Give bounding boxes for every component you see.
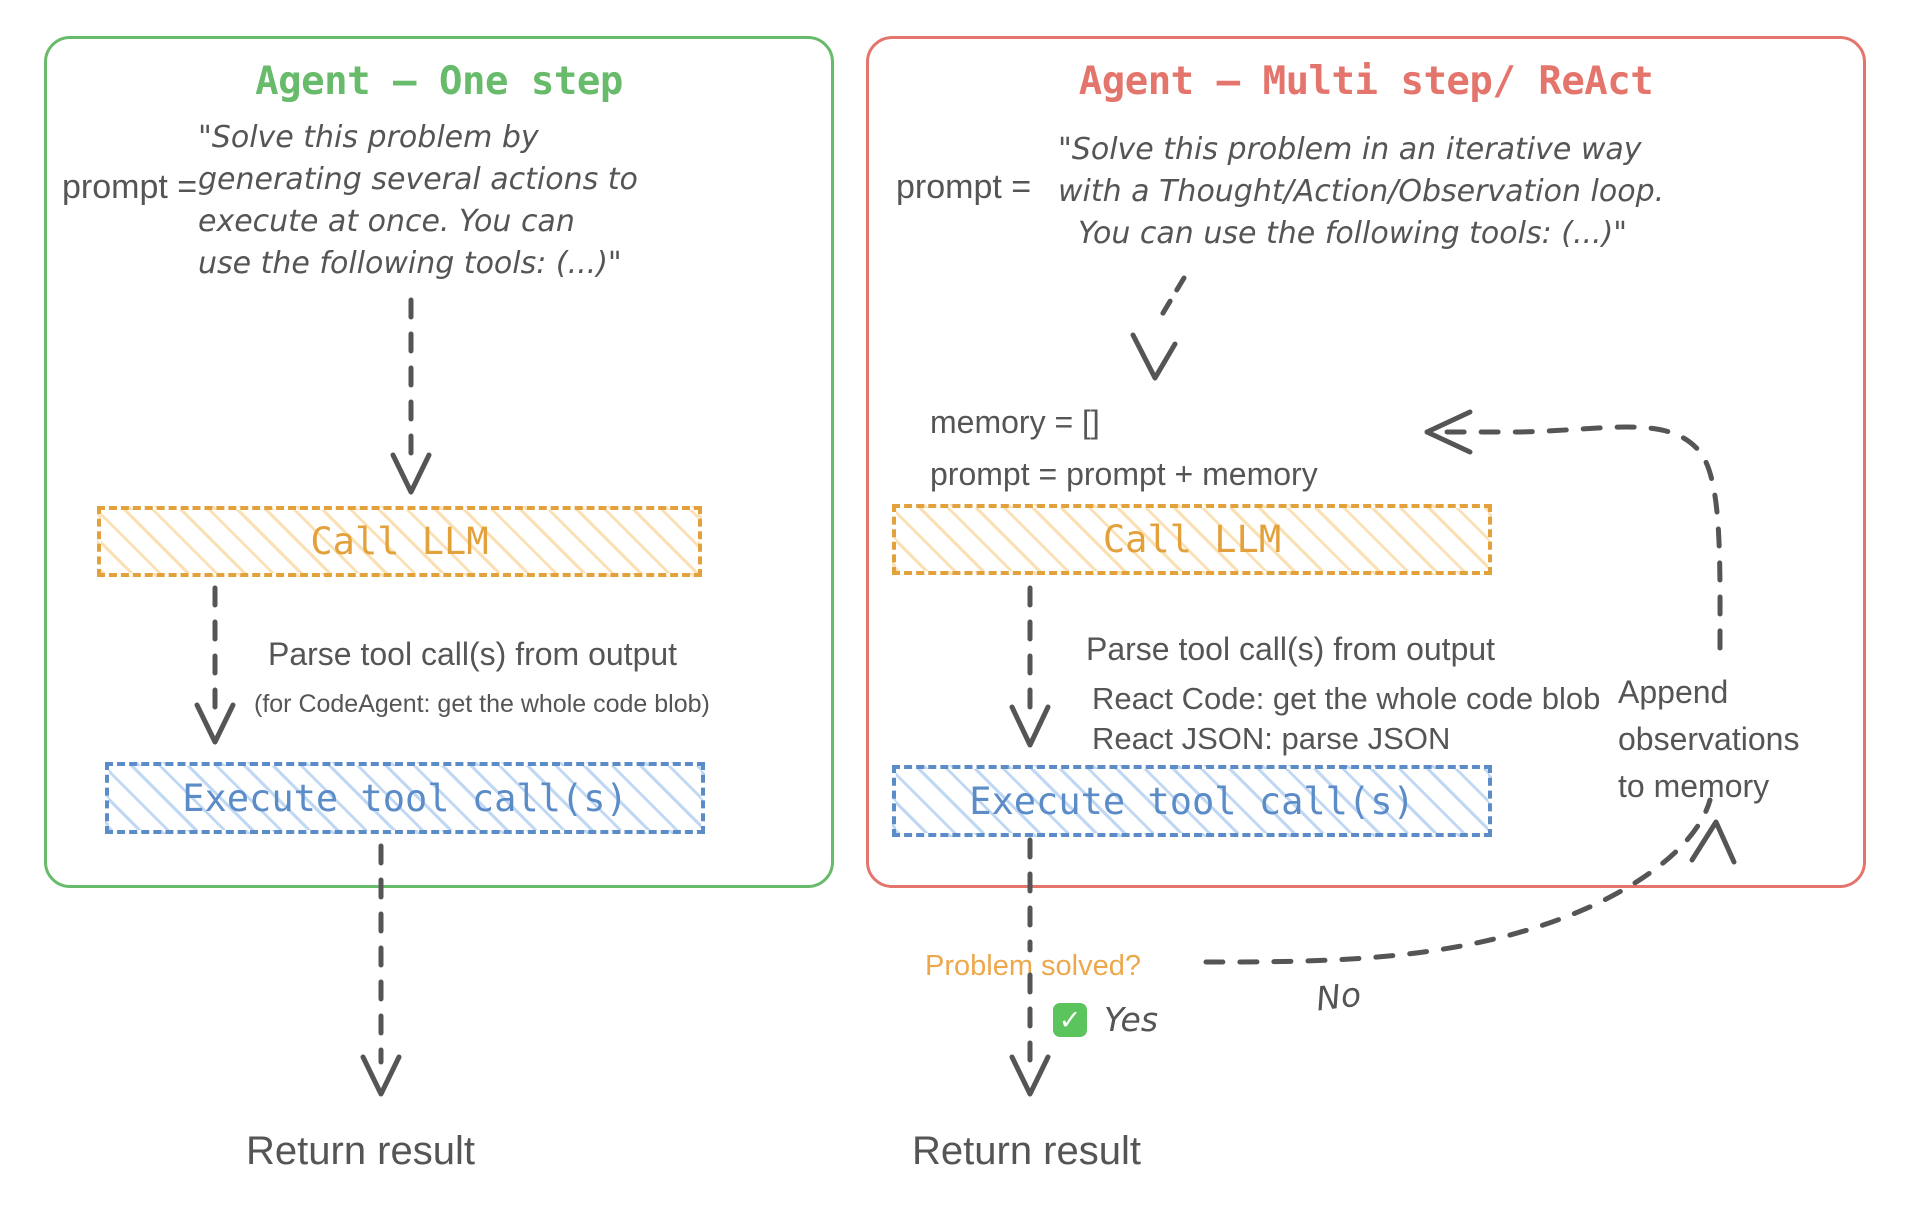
right-call-llm-box[interactable]: Call LLM [892,504,1492,575]
left-prompt-line-1: "Solve this problem by [198,120,539,155]
right-yes-label: Yes [1104,1000,1159,1039]
right-prompt-line-2: with a Thought/Action/Observation loop. [1058,174,1665,209]
left-prompt-line-2: generating several actions to [198,162,638,197]
panel-one-step-title: Agent – One step [255,59,623,104]
left-prompt-line-4: use the following tools: (...)" [198,246,622,281]
right-return-result-label: Return result [912,1129,1141,1173]
left-execute-tool-label: Execute tool call(s) [182,776,628,820]
right-memory-init-label: memory = [] [930,404,1100,440]
check-glyph: ✓ [1058,1004,1082,1036]
right-loop-label-line-3: to memory [1618,768,1770,804]
right-prompt-update-label: prompt = prompt + memory [930,456,1318,492]
left-parse-sub: (for CodeAgent: get the whole code blob) [254,690,710,718]
right-no-label: No [1313,974,1364,1019]
right-loop-label-line-1: Append [1618,674,1729,710]
panel-one-step: Agent – One step [44,36,834,888]
right-parse-sub-line-1: React Code: get the whole code blob [1092,681,1601,716]
right-decision-label: Problem solved? [925,950,1141,982]
left-execute-tool-box[interactable]: Execute tool call(s) [105,762,705,834]
left-prompt-line-3: execute at once. You can [198,204,575,239]
left-call-llm-label: Call LLM [310,520,489,563]
right-prompt-line-3: You can use the following tools: (...)" [1078,216,1628,251]
right-parse-label: Parse tool call(s) from output [1086,631,1496,667]
left-prompt-label: prompt = [62,168,198,206]
right-parse-sub-line-2: React JSON: parse JSON [1092,721,1451,756]
left-call-llm-box[interactable]: Call LLM [97,506,702,577]
arrow-right-yes-to-return [1009,972,1051,1097]
right-execute-tool-label: Execute tool call(s) [969,779,1415,823]
right-execute-tool-box[interactable]: Execute tool call(s) [892,765,1492,837]
panel-multi-step-title: Agent – Multi step/ ReAct [1078,59,1654,104]
check-icon: ✓ [1053,1003,1087,1037]
right-prompt-line-1: "Solve this problem in an iterative way [1058,132,1642,167]
left-parse-label: Parse tool call(s) from output [268,636,678,672]
right-call-llm-label: Call LLM [1102,518,1282,561]
right-loop-label-line-2: observations [1618,721,1800,757]
left-return-result-label: Return result [246,1129,475,1173]
right-prompt-label: prompt = [896,168,1032,206]
